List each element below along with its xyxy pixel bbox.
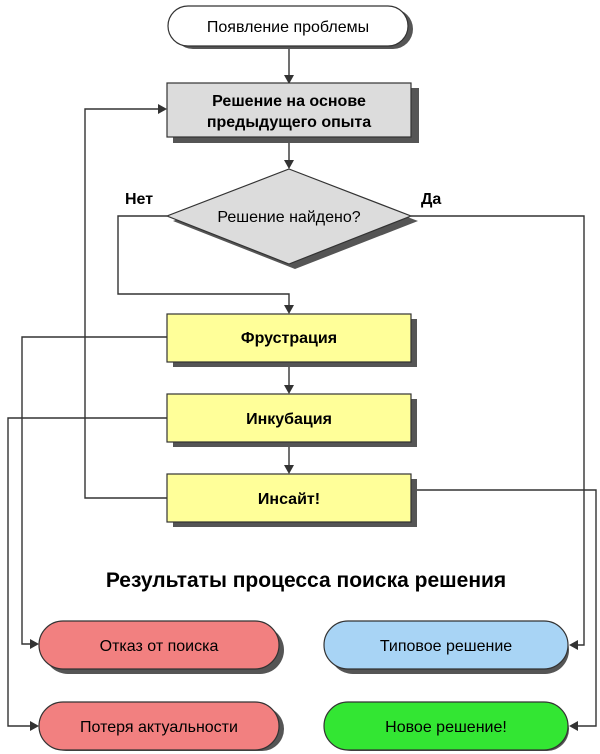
arrow-head <box>284 305 294 314</box>
start-shape <box>167 5 409 47</box>
arrow-head <box>284 75 294 84</box>
frustration-shape <box>166 313 412 363</box>
arrow-head <box>569 721 578 731</box>
decision-shape <box>165 168 413 265</box>
edge-decision-yes <box>411 215 585 646</box>
incubation-label: Инкубация <box>246 411 332 428</box>
arrow-head <box>284 160 294 169</box>
result-new-solution: Новое решение! <box>323 701 569 751</box>
branch-label-yes: Да <box>421 191 441 208</box>
results-title: Результаты процесса поиска решения <box>106 569 506 592</box>
edge-decision-no <box>117 215 290 306</box>
node-prev-experience: Решение на основе предыдущего опыта <box>166 82 419 143</box>
node-incubation: Инкубация <box>166 393 417 447</box>
insight-label: Инсайт! <box>258 491 320 508</box>
edge-insight-to-new-solution <box>411 489 597 727</box>
refusal-shape <box>38 620 280 670</box>
branch-label-no: Нет <box>125 191 153 208</box>
lost-relevance-label: Потеря актуальности <box>80 719 238 736</box>
prev-experience-shape <box>166 82 412 138</box>
node-insight: Инсайт! <box>166 473 417 527</box>
lost-relevance-shape <box>38 701 280 751</box>
arrow-head <box>284 465 294 474</box>
result-refusal: Отказ от поиска <box>38 620 284 674</box>
frustration-label: Фрустрация <box>241 330 337 347</box>
new-solution-label: Новое решение! <box>385 719 507 736</box>
typical-shape <box>323 620 569 670</box>
edge-frustration-to-refusal <box>21 336 167 645</box>
arrow-head <box>30 721 39 731</box>
arrow-head <box>569 640 578 650</box>
edge-incubation-to-lost-relevance <box>7 417 167 727</box>
arrow-head <box>30 639 39 649</box>
prev-experience-line-1: Решение на основе <box>212 93 366 110</box>
typical-label: Типовое решение <box>380 638 512 655</box>
node-frustration: Фрустрация <box>166 313 417 367</box>
new-solution-shape <box>323 701 569 751</box>
node-decision: Решение найдено? <box>165 168 418 269</box>
refusal-label: Отказ от поиска <box>100 638 219 655</box>
arrow-head <box>284 385 294 394</box>
edge-insight-loop <box>84 108 167 499</box>
connectors <box>7 46 597 731</box>
node-start: Появление проблемы <box>167 5 413 49</box>
incubation-shape <box>166 393 412 443</box>
arrow-head <box>158 104 167 114</box>
insight-shape <box>166 473 412 523</box>
result-lost-relevance: Потеря актуальности <box>38 701 284 751</box>
start-label: Появление проблемы <box>207 19 369 36</box>
prev-experience-line-2: предыдущего опыта <box>207 114 371 131</box>
result-typical: Типовое решение <box>323 620 569 674</box>
decision-label: Решение найдено? <box>217 209 360 226</box>
